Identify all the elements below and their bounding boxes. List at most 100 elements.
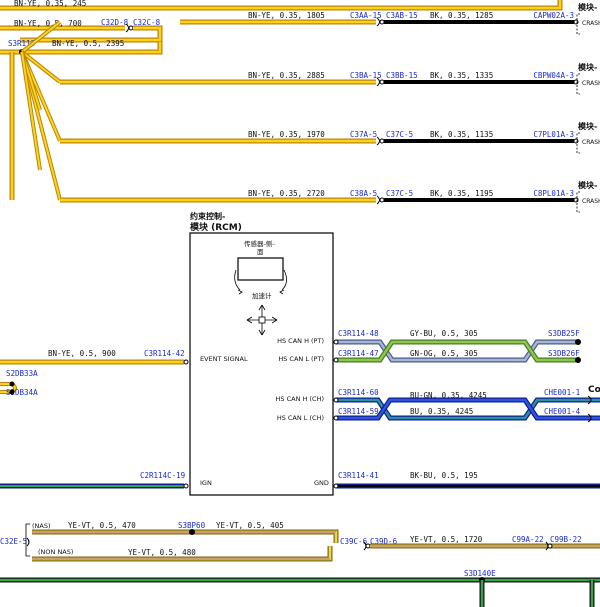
pin-ign: IGN (200, 479, 212, 487)
branch-end-connector: CAPW02A-3 (533, 11, 574, 20)
top-harness: BN-YE, 0.35, 245 BN-YE, 0.5, 700 C32D-8 … (0, 0, 563, 201)
branch-end-connector: C7PL01A-3 (533, 130, 574, 139)
branch-end-connector: CBPW04A-3 (533, 71, 574, 80)
connector-c39d-6: C39D-6 (370, 537, 398, 546)
branch-wire-label-right: BK, 0.35, 1195 (430, 189, 493, 198)
pin-hs-can-l-ch: HS CAN L (CH) (277, 414, 324, 422)
splice-s3db26f: S3DB26F (548, 349, 580, 358)
wire-label-bu-gn: BU-GN, 0.35, 4245 (410, 391, 487, 400)
pin-hs-can-h-ch: HS CAN H (CH) (276, 395, 324, 403)
branch-module-label: 模块- (578, 180, 597, 190)
branch-wire-label-right: BK, 0.35, 1135 (430, 130, 493, 139)
can-pt-pair: C3R114-48 C3R114-47 GY-BU, 0.5, 305 GN-O… (333, 329, 581, 363)
branch-wire-label-left: BN-YE, 0.35, 2885 (248, 71, 325, 80)
wire-label-top-left: BN-YE, 0.35, 245 (14, 0, 86, 8)
branch-wire-label-left: BN-YE, 0.35, 1970 (248, 130, 325, 139)
end-label-co: Co (588, 385, 600, 395)
connector-c99a-22: C99A-22 (512, 535, 544, 544)
rcm-module: 约束控制- 模块 (RCM) 传感器-侧- 面 加速计 EVENT SIGNAL… (189, 211, 334, 496)
fan-out-wires (20, 20, 62, 201)
module-title-line2: 模块 (RCM) (190, 221, 242, 233)
branch-module-bracket (576, 132, 580, 154)
branch-connector-1: C38A-5 (350, 189, 377, 198)
branch-connector-pin (379, 79, 385, 85)
branch-crash-label: CRASH (582, 198, 600, 205)
branch-crash-label: CRASH (582, 139, 600, 146)
connector-c3r114-42: C3R114-42 (144, 349, 185, 358)
splice-s2db33a: S2DB33A (6, 369, 38, 378)
bottom-harness: C32E-5 (NAS) (NON NAS) YE-VT, 0.5, 470 S… (0, 521, 600, 607)
connector-che001-4: CHE001-4 (544, 407, 581, 416)
wire-label-bu: BU, 0.35, 4245 (410, 407, 473, 416)
accelerometer-icon (246, 304, 278, 336)
branch-connector-1: C37A-5 (350, 130, 377, 139)
branch-wire-label-left: BN-YE, 0.35, 2720 (248, 189, 325, 198)
branch-connector-2: C37C-5 (386, 189, 413, 198)
wire-label-bk-bu: BK-BU, 0.5, 195 (410, 471, 478, 480)
wire-label-nas: YE-VT, 0.5, 470 (68, 521, 136, 530)
branch-connector-2: C3BB-15 (386, 71, 418, 80)
branch-connector-symbol (376, 136, 380, 146)
label-non-nas: (NON NAS) (38, 548, 73, 556)
branch-connector-pin (379, 197, 385, 203)
branch-wire-label-right: BK, 0.35, 1335 (430, 71, 493, 80)
branch-connector-pin (379, 138, 385, 144)
branch-connector-symbol (376, 195, 380, 205)
branch-wire-label-left: BN-YE, 0.35, 1805 (248, 11, 325, 20)
wire-label-non-nas: YE-VT, 0.5, 480 (128, 548, 196, 557)
sensor-icon (237, 257, 284, 281)
ign-wire: C2R114C-19 (0, 471, 189, 489)
branch-module-label: 模块- (578, 121, 597, 131)
connector-c32d-8: C32D-8 (101, 18, 129, 27)
branch-connector-1: C3BA-15 (350, 71, 382, 80)
connector-c3r114-59: C3R114-59 (338, 407, 379, 416)
connector-c3r114-47: C3R114-47 (338, 349, 379, 358)
gnd-wire: C3R114-41 BK-BU, 0.5, 195 (333, 471, 600, 489)
pin-gnd: GND (314, 479, 329, 487)
accelerometer-label: 加速计 (252, 291, 272, 300)
pin-event-signal: EVENT SIGNAL (200, 355, 248, 363)
wire-label-row1: BN-YE, 0.5, 700 (14, 19, 82, 28)
connector-c32e-5: C32E-5 (0, 537, 27, 546)
connector-c2r114c-19: C2R114C-19 (140, 471, 185, 480)
pin-hs-can-h-pt: HS CAN H (PT) (277, 337, 324, 345)
module-title-line1: 约束控制- (190, 211, 225, 221)
sensor-label-line1: 传感器-侧- (244, 239, 275, 248)
label-nas: (NAS) (32, 522, 51, 530)
splice-s3db25f: S3DB25F (548, 329, 580, 338)
sensor-label-line2: 面 (257, 248, 264, 256)
connector-c99b-22: C99B-22 (550, 535, 582, 544)
wire-label-row2: BN-YE, 0.5, 2395 (52, 39, 124, 48)
module-box (189, 232, 334, 496)
branch-module-label: 模块- (578, 62, 597, 72)
connector-c3r114-48: C3R114-48 (338, 329, 379, 338)
branch-module-bracket (576, 191, 580, 213)
branch-wire-label-right: BK, 0.35, 1285 (430, 11, 493, 20)
wire-label-gy-bu: GY-BU, 0.5, 305 (410, 329, 478, 338)
branch-module-bracket (576, 73, 580, 95)
splice-s3r113: S3R113 (8, 39, 35, 48)
connector-che001-1: CHE001-1 (544, 388, 580, 397)
wire-label-ye-vt-right: YE-VT, 0.5, 1720 (410, 535, 483, 544)
wire-label-nas2: YE-VT, 0.5, 405 (216, 521, 284, 530)
branch-crash-label: CRASH (582, 20, 600, 27)
wire-label-gn-og: GN-OG, 0.5, 305 (410, 349, 478, 358)
branch-connector-2: C3AB-15 (386, 11, 418, 20)
event-signal-wire: BN-YE, 0.5, 900 C3R114-42 S2DB33A S2DB34… (0, 349, 189, 397)
connector-c3r114-60: C3R114-60 (338, 388, 379, 397)
splice-s2db34a: S2DB34A (6, 388, 38, 397)
connector-c39c-6: C39C-6 (340, 537, 368, 546)
branch-connector-1: C3AA-15 (350, 11, 382, 20)
splice-s3bp60: S3BP60 (178, 521, 206, 530)
branch-connector-pin (379, 19, 385, 25)
branch-crash-label: CRASH (582, 80, 600, 87)
can-ch-pair: C3R114-60 C3R114-59 BU-GN, 0.35, 4245 BU… (333, 385, 600, 423)
branch-module-label: 模块- (578, 2, 597, 12)
connector-c32c-8: C32C-8 (133, 18, 161, 27)
branch-connector-2: C37C-5 (386, 130, 413, 139)
wire-label-event: BN-YE, 0.5, 900 (48, 349, 116, 358)
splice-s3d140e: S3D140E (464, 569, 496, 578)
branch-end-connector: C8PL01A-3 (533, 189, 574, 198)
